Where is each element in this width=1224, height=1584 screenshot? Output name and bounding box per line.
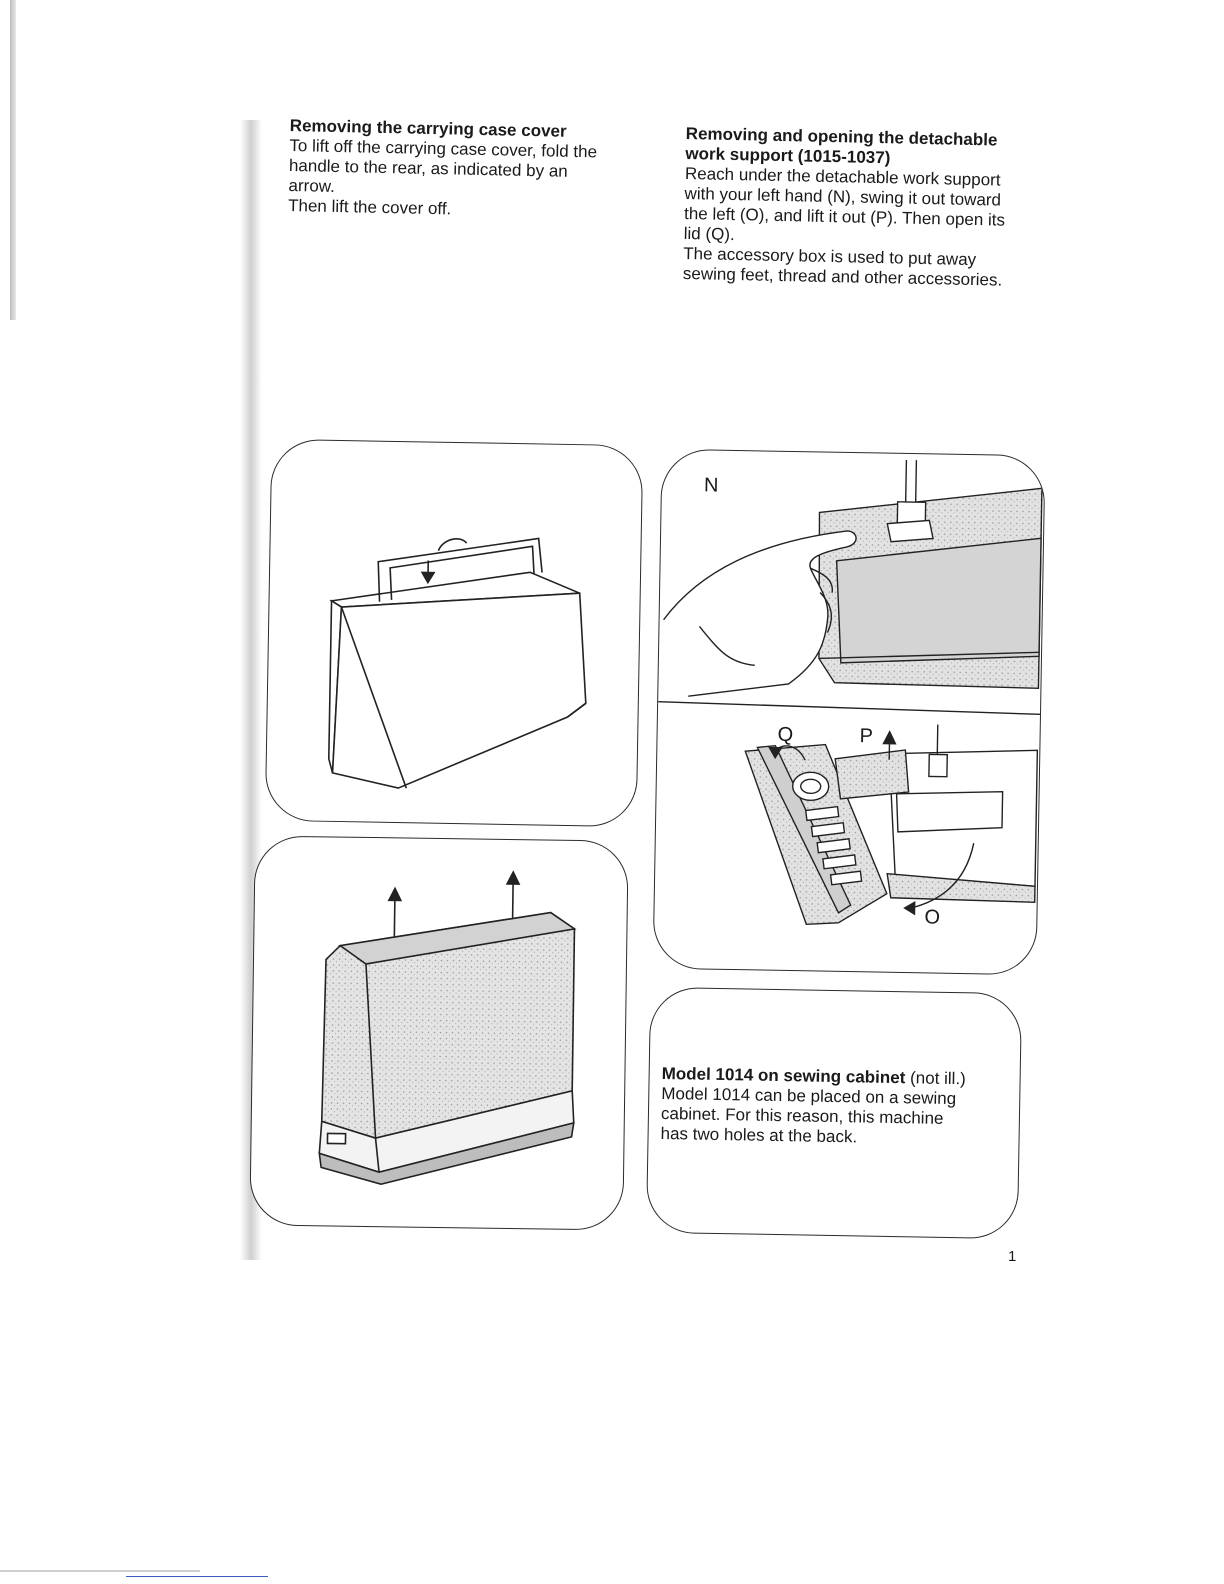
work-support-section: Removing and opening the detachable work… (683, 124, 1056, 292)
carrying-case-drawing (327, 537, 587, 789)
scan-artifact (0, 1570, 200, 1572)
lift-cover-drawing (318, 870, 577, 1186)
case-cover-section: Removing the carrying case cover To lift… (288, 116, 650, 224)
work-support-illustration: N Q P O (652, 448, 1046, 976)
scan-artifact-line (126, 1576, 268, 1577)
carrying-case-illustration (264, 438, 644, 828)
model-info-text: Model 1014 on sewing cabinet (not ill.) … (660, 1064, 1001, 1150)
work-support-drawing (658, 459, 1043, 926)
label-o: O (924, 906, 941, 929)
scan-edge (10, 0, 16, 320)
model-info-box: Model 1014 on sewing cabinet (not ill.) … (645, 986, 1023, 1240)
page-number: 1 (1008, 1248, 1017, 1265)
model-heading-note: (not ill.) (909, 1068, 966, 1089)
label-p: P (859, 725, 874, 748)
label-n: N (703, 474, 719, 497)
lift-cover-illustration (249, 835, 629, 1231)
label-q: Q (777, 723, 794, 747)
